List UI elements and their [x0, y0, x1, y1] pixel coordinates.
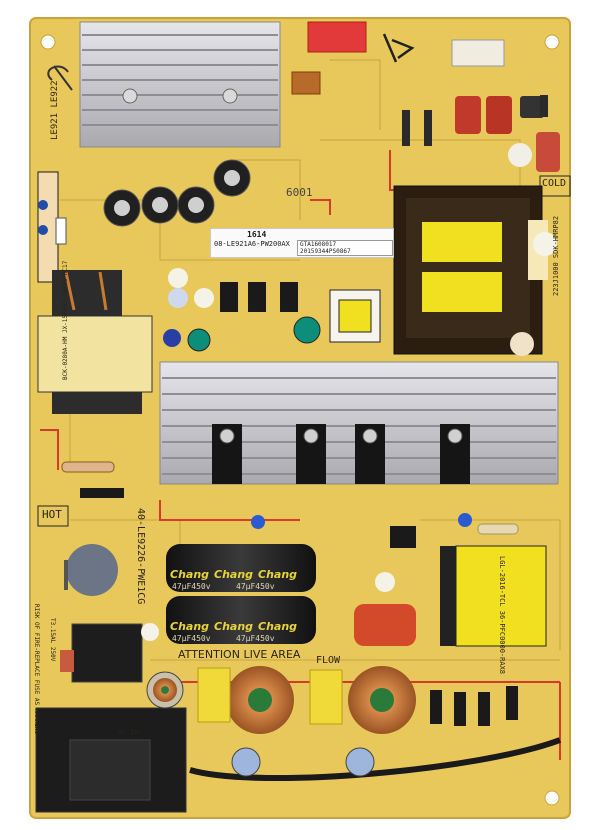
mount-hole — [544, 790, 560, 806]
attention-live-area: ATTENTION LIVE AREA — [178, 648, 301, 661]
handwriting-mark — [47, 65, 73, 91]
ceramic-cap — [168, 288, 188, 308]
thermistor — [66, 544, 118, 596]
ceramic-cap — [533, 232, 557, 256]
model-text: 40-LE9226-PWE1CG — [135, 508, 146, 605]
flow-label: FLOW — [316, 655, 341, 666]
black-ground-trace — [189, 737, 562, 782]
cap-brand-5: Chang — [214, 620, 254, 633]
transformer-left-text: BCK-0280A-HM JX-15P467-1402G HC17 — [62, 260, 69, 380]
small-transformer — [329, 289, 381, 343]
main-transformer — [393, 185, 548, 355]
cap-spec-1: 47µF450v — [172, 582, 211, 591]
ceramic-cap — [508, 143, 532, 167]
ceramic-cap — [141, 623, 159, 641]
ceramic-cap — [375, 572, 395, 592]
sticker-line-3: GTA1608017 20159344PS0867 — [297, 240, 393, 256]
electrolytic-caps-small — [103, 159, 251, 227]
ceramic-cap — [510, 332, 534, 356]
diode — [80, 488, 124, 498]
cap-brand-2: Chang — [214, 568, 254, 581]
transformer-right-text: 223J1000 SDK-HMRP82 — [552, 215, 560, 296]
handwriting-number: 6001 — [286, 186, 313, 199]
left-vertical-text: LE921 LE922 — [50, 80, 60, 140]
ic-row — [220, 282, 298, 312]
red-connector — [307, 21, 367, 53]
bridge-diodes — [430, 686, 518, 726]
diode — [390, 526, 416, 548]
common-mode-choke — [146, 666, 416, 734]
cold-box — [539, 175, 571, 197]
ceramic-cap — [168, 268, 188, 288]
sticker-line-2: 08-LE921A6-PW200AX — [214, 240, 290, 248]
red-x-capacitor — [354, 604, 416, 646]
left-transformer — [37, 270, 153, 414]
ac-in-label: AC IN — [118, 728, 140, 736]
blue-cap — [251, 515, 265, 529]
top-diodes — [402, 95, 548, 146]
electrolytic-small — [187, 328, 211, 352]
cap-brand-4: Chang — [170, 620, 210, 633]
sticker-line-1: 1614 — [247, 230, 267, 239]
cap-spec-2: 47µF450v — [236, 582, 275, 591]
red-fuse-cap — [60, 650, 74, 672]
handwriting-mark — [382, 33, 415, 63]
mount-hole — [544, 34, 560, 50]
top-heatsink — [79, 21, 281, 148]
cold-label: COLD — [542, 178, 567, 189]
cap-brand-6: Chang — [258, 620, 298, 633]
bulk-capacitors — [166, 544, 316, 644]
blue-y-capacitors — [231, 747, 375, 777]
cap-brand-3: Chang — [258, 568, 298, 581]
resistor — [61, 461, 115, 473]
pfc-choke — [440, 545, 547, 647]
white-connector — [451, 39, 505, 67]
cap-brand-1: Chang — [170, 568, 210, 581]
blue-cap — [163, 329, 181, 347]
electrolytic-small — [293, 316, 321, 344]
cap-spec-3: 47µF450v — [172, 634, 211, 643]
fuse-holder — [71, 623, 143, 683]
pfc-choke-text: LGL-2016-TCL 36-PFC0000-RAX8 — [498, 556, 506, 675]
cap-spec-4: 47µF450v — [236, 634, 275, 643]
board-sticker: 1614 08-LE921A6-PW200AX GTA1608017 20159… — [210, 228, 394, 258]
inductor-small — [291, 71, 321, 95]
ceramic-cap — [194, 288, 214, 308]
yellow-x-capacitors — [197, 667, 343, 725]
hot-label: HOT — [42, 508, 62, 521]
hot-box — [37, 505, 69, 527]
fuse-warning: RISK OF FIRE-REPLACE FUSE AS MARKING — [33, 604, 40, 735]
fuse-rating: T3.15AL 250V — [49, 618, 56, 662]
resistor — [477, 523, 519, 535]
film-capacitors — [455, 96, 560, 172]
mount-hole — [40, 34, 56, 50]
blue-cap — [458, 513, 472, 527]
